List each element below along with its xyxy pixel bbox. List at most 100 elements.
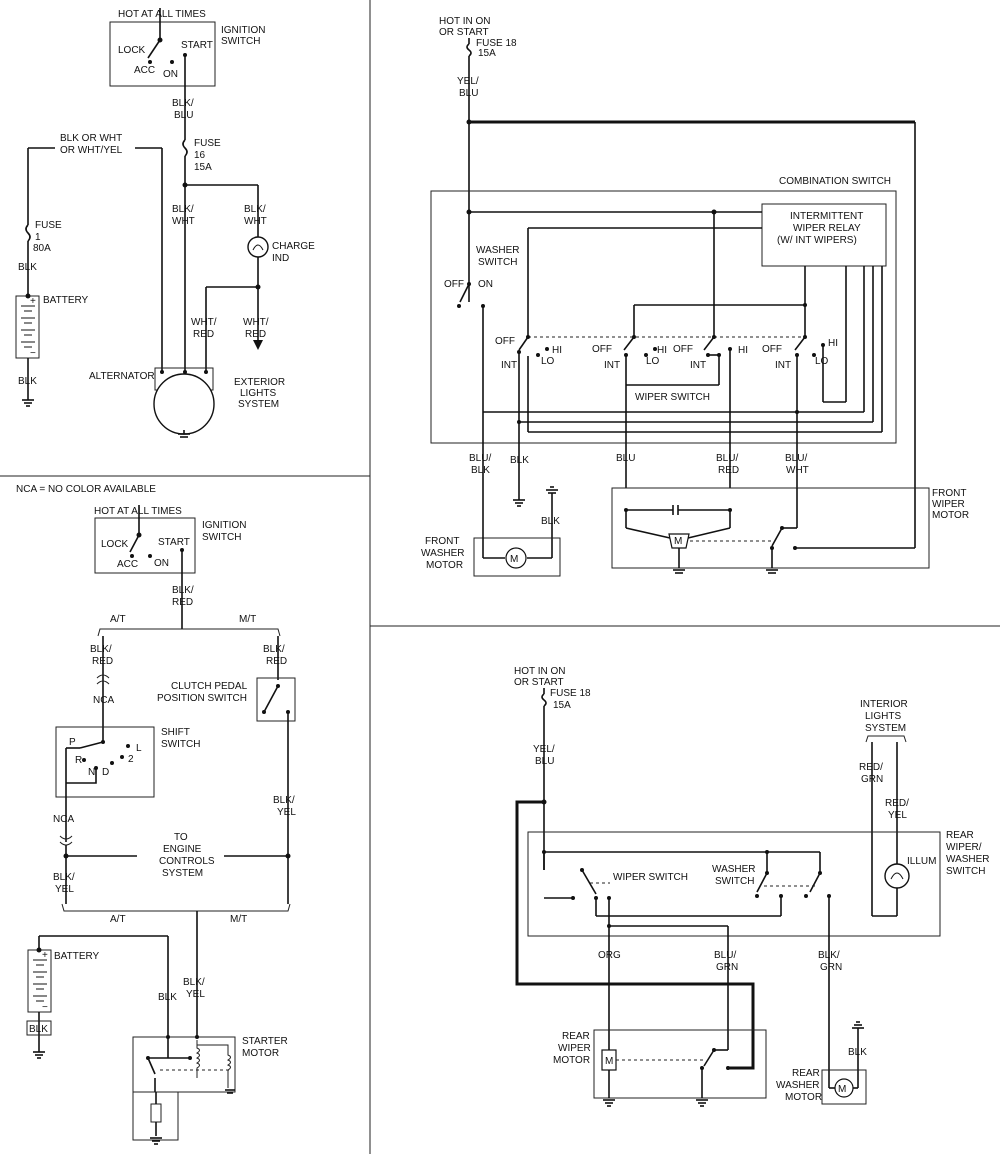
wire-color-label: BLK OR WHT <box>60 133 122 144</box>
fuse-label: 15A <box>194 162 212 173</box>
hot-in-on-label: OR START <box>514 677 564 688</box>
wire-color-label: BLK/ <box>53 872 75 883</box>
washer-switch-label: WASHER <box>476 245 520 256</box>
front-washer-motor-box <box>473 537 561 577</box>
hot-in-on-label: HOT IN ON <box>514 666 565 677</box>
nca-label: NCA <box>93 695 114 706</box>
pos-label: OFF <box>592 344 612 355</box>
pos-label: OFF <box>762 344 782 355</box>
wire-color-label: RED/ <box>885 798 909 809</box>
wire-color-label: RED <box>172 597 193 608</box>
ground-icon <box>852 1021 864 1029</box>
start-label: START <box>181 40 213 51</box>
shift-switch-label: SHIFT <box>161 727 190 738</box>
ground-icon <box>546 486 558 494</box>
fuse-label: 80A <box>33 243 51 254</box>
shift-switch-box <box>55 726 155 798</box>
gear-label: R <box>75 755 82 766</box>
pos-label: HI <box>552 345 562 356</box>
interior-lights-label: LIGHTS <box>865 711 901 722</box>
charge-ind-label: CHARGE <box>272 241 315 252</box>
ignition-switch-box <box>109 21 216 87</box>
engine-controls-label: TO <box>174 832 188 843</box>
ground-icon <box>225 1089 235 1094</box>
wire-color-label: GRN <box>861 774 883 785</box>
wire-color-label: WHT/ <box>191 317 217 328</box>
acc-label: ACC <box>134 65 155 76</box>
charge-ind-label: IND <box>272 253 289 264</box>
wiper-motor-icon <box>668 533 690 549</box>
mt-label: M/T <box>239 614 256 625</box>
fuse-label: FUSE <box>194 138 221 149</box>
wire-color-label: BLK <box>541 516 560 527</box>
ignition-switch-label: SWITCH <box>202 532 241 543</box>
combination-switch-box <box>430 190 897 444</box>
battery-label: BATTERY <box>43 295 89 306</box>
gear-label: N <box>88 767 95 778</box>
washer-off-label: OFF <box>444 279 464 290</box>
wire-color-label: BLU <box>616 453 635 464</box>
wire-color-label: BLK <box>848 1047 867 1058</box>
engine-controls-label: SYSTEM <box>162 868 203 879</box>
battery-minus-label: − <box>42 1002 48 1013</box>
rear-wiper-washer-switch-box <box>527 831 941 937</box>
alternator-label: ALTERNATOR <box>89 371 155 382</box>
front-washer-motor-label: WASHER <box>421 548 465 559</box>
charge-indicator-lamp-icon <box>247 236 269 258</box>
wire-color-label: WHT <box>172 216 195 227</box>
fuse-label: 1 <box>35 232 41 243</box>
motor-icon <box>505 547 527 569</box>
front-wiper-motor-label: WIPER <box>932 499 965 510</box>
rear-washer-motor-box <box>821 1069 867 1105</box>
wire-color-label: WHT/ <box>243 317 269 328</box>
wire-color-label: BLU <box>174 110 193 121</box>
rear-wiper-motor-label: REAR <box>562 1031 590 1042</box>
ground-icon <box>766 569 778 574</box>
exterior-lights-label: LIGHTS <box>240 388 276 399</box>
split-bracket <box>97 628 281 637</box>
motor-icon <box>150 1103 162 1123</box>
merge-bracket <box>61 903 291 912</box>
battery-plus-label: + <box>30 296 36 307</box>
pos-label: INT <box>501 360 517 371</box>
wire-color-label: WHT <box>244 216 267 227</box>
connector-icon <box>96 674 110 685</box>
clutch-pedal-switch-box <box>256 677 296 722</box>
charging-circuit: HOT AT ALL TIMES IGNITION SWITCH LOCK ST… <box>15 8 315 438</box>
wire-color-label: YEL <box>277 807 296 818</box>
wire-color-label: BLK/ <box>172 585 194 596</box>
motor-symbol: M <box>510 554 518 565</box>
starting-circuit: NCA = NO COLOR AVAILABLE HOT AT ALL TIME… <box>16 484 296 1145</box>
exterior-lights-label: SYSTEM <box>238 399 279 410</box>
rear-washer-motor-label: MOTOR <box>785 1092 822 1103</box>
wire-color-label: BLK/ <box>172 204 194 215</box>
wire-color-label: BLK <box>18 376 37 387</box>
wire-color-label: YEL <box>186 989 205 1000</box>
rear-wiper-motor-box <box>593 1029 767 1099</box>
wire-color-label: RED <box>193 329 214 340</box>
wire-color-label: BLU/ <box>469 453 491 464</box>
wire-color-label: BLU <box>459 88 478 99</box>
wire-color-label: BLK <box>158 992 177 1003</box>
gear-label: D <box>102 767 109 778</box>
on-label: ON <box>154 558 169 569</box>
pos-label: HI <box>657 345 667 356</box>
rear-wiper-circuit: HOT IN ON OR START FUSE 18 15A YEL/ BLU … <box>514 666 990 1107</box>
front-wiper-circuit: HOT IN ON OR START FUSE 18 15A YEL/ BLU … <box>421 16 969 577</box>
engine-controls-label: ENGINE <box>163 844 202 855</box>
illumination-lamp-icon <box>884 863 910 889</box>
motor-symbol: M <box>605 1056 613 1067</box>
rear-switch-label: REAR <box>946 830 974 841</box>
rear-switch-label: WIPER/ <box>946 842 982 853</box>
rear-wiper-motor-label: MOTOR <box>553 1055 590 1066</box>
wiper-switch-label: WIPER SWITCH <box>635 392 710 403</box>
front-wiper-motor-label: FRONT <box>932 488 966 499</box>
at-label: A/T <box>110 614 126 625</box>
motor-symbol: M <box>838 1084 846 1095</box>
wire-color-label: BLK/ <box>818 950 840 961</box>
ground-icon <box>150 1137 162 1145</box>
starter-motor-label: STARTER <box>242 1036 288 1047</box>
pos-label: LO <box>815 356 829 367</box>
rear-washer-motor-label: WASHER <box>776 1080 820 1091</box>
hot-at-all-times-label: HOT AT ALL TIMES <box>94 506 182 517</box>
